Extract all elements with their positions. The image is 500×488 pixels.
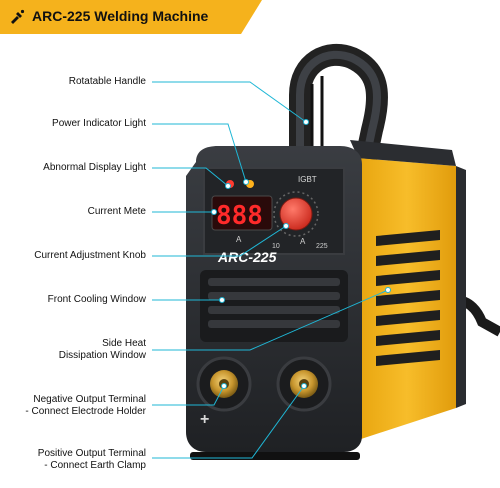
positive-sign-icon: + [200,411,209,428]
base-foot [190,452,360,460]
title-banner-background [0,0,262,34]
label-abnormal-display-light: Abnormal Display Light [43,162,146,173]
yellow-side-panel [350,140,466,440]
welding-torch-icon [11,9,25,24]
label-negative-line2: - Connect Electrode Holder [25,406,146,417]
title-banner: ARC-225 Welding Machine [0,0,262,34]
label-side-heat: Side Heat Dissipation Window [59,338,146,362]
label-positive-terminal: Positive Output Terminal - Connect Earth… [38,448,146,472]
igbt-badge: IGBT [298,175,317,184]
front-cooling-window [200,270,348,342]
scale-min-label: 10 [272,243,280,250]
callout-dots [211,119,391,389]
current-meter: 888 [211,195,273,231]
label-positive-line1: Positive Output Terminal [37,448,146,459]
label-rotatable-handle: Rotatable Handle [68,76,146,87]
label-side-heat-line1: Side Heat [102,338,146,349]
label-front-cooling-window: Front Cooling Window [47,294,146,305]
label-negative-terminal: Negative Output Terminal - Connect Elect… [25,394,146,418]
model-name: ARC-225 [217,249,277,265]
label-current-adjustment-knob: Current Adjustment Knob [34,250,146,261]
rotatable-handle [289,43,388,179]
label-power-indicator-light: Power Indicator Light [52,118,146,129]
page-title: ARC-225 Welding Machine [32,8,209,24]
current-adjustment-knob[interactable] [273,191,319,237]
display-unit: A [236,235,242,244]
display-value: 888 [216,201,263,231]
label-current-meter: Current Mete [87,206,146,217]
scale-max-label: 225 [316,243,328,250]
label-positive-line2: - Connect Earth Clamp [44,460,146,471]
label-side-heat-line2: Dissipation Window [58,350,146,361]
callout-lines [152,81,389,459]
side-heat-dissipation-window [376,230,440,366]
knob-unit: A [300,237,306,246]
label-negative-line1: Negative Output Terminal [33,394,146,405]
